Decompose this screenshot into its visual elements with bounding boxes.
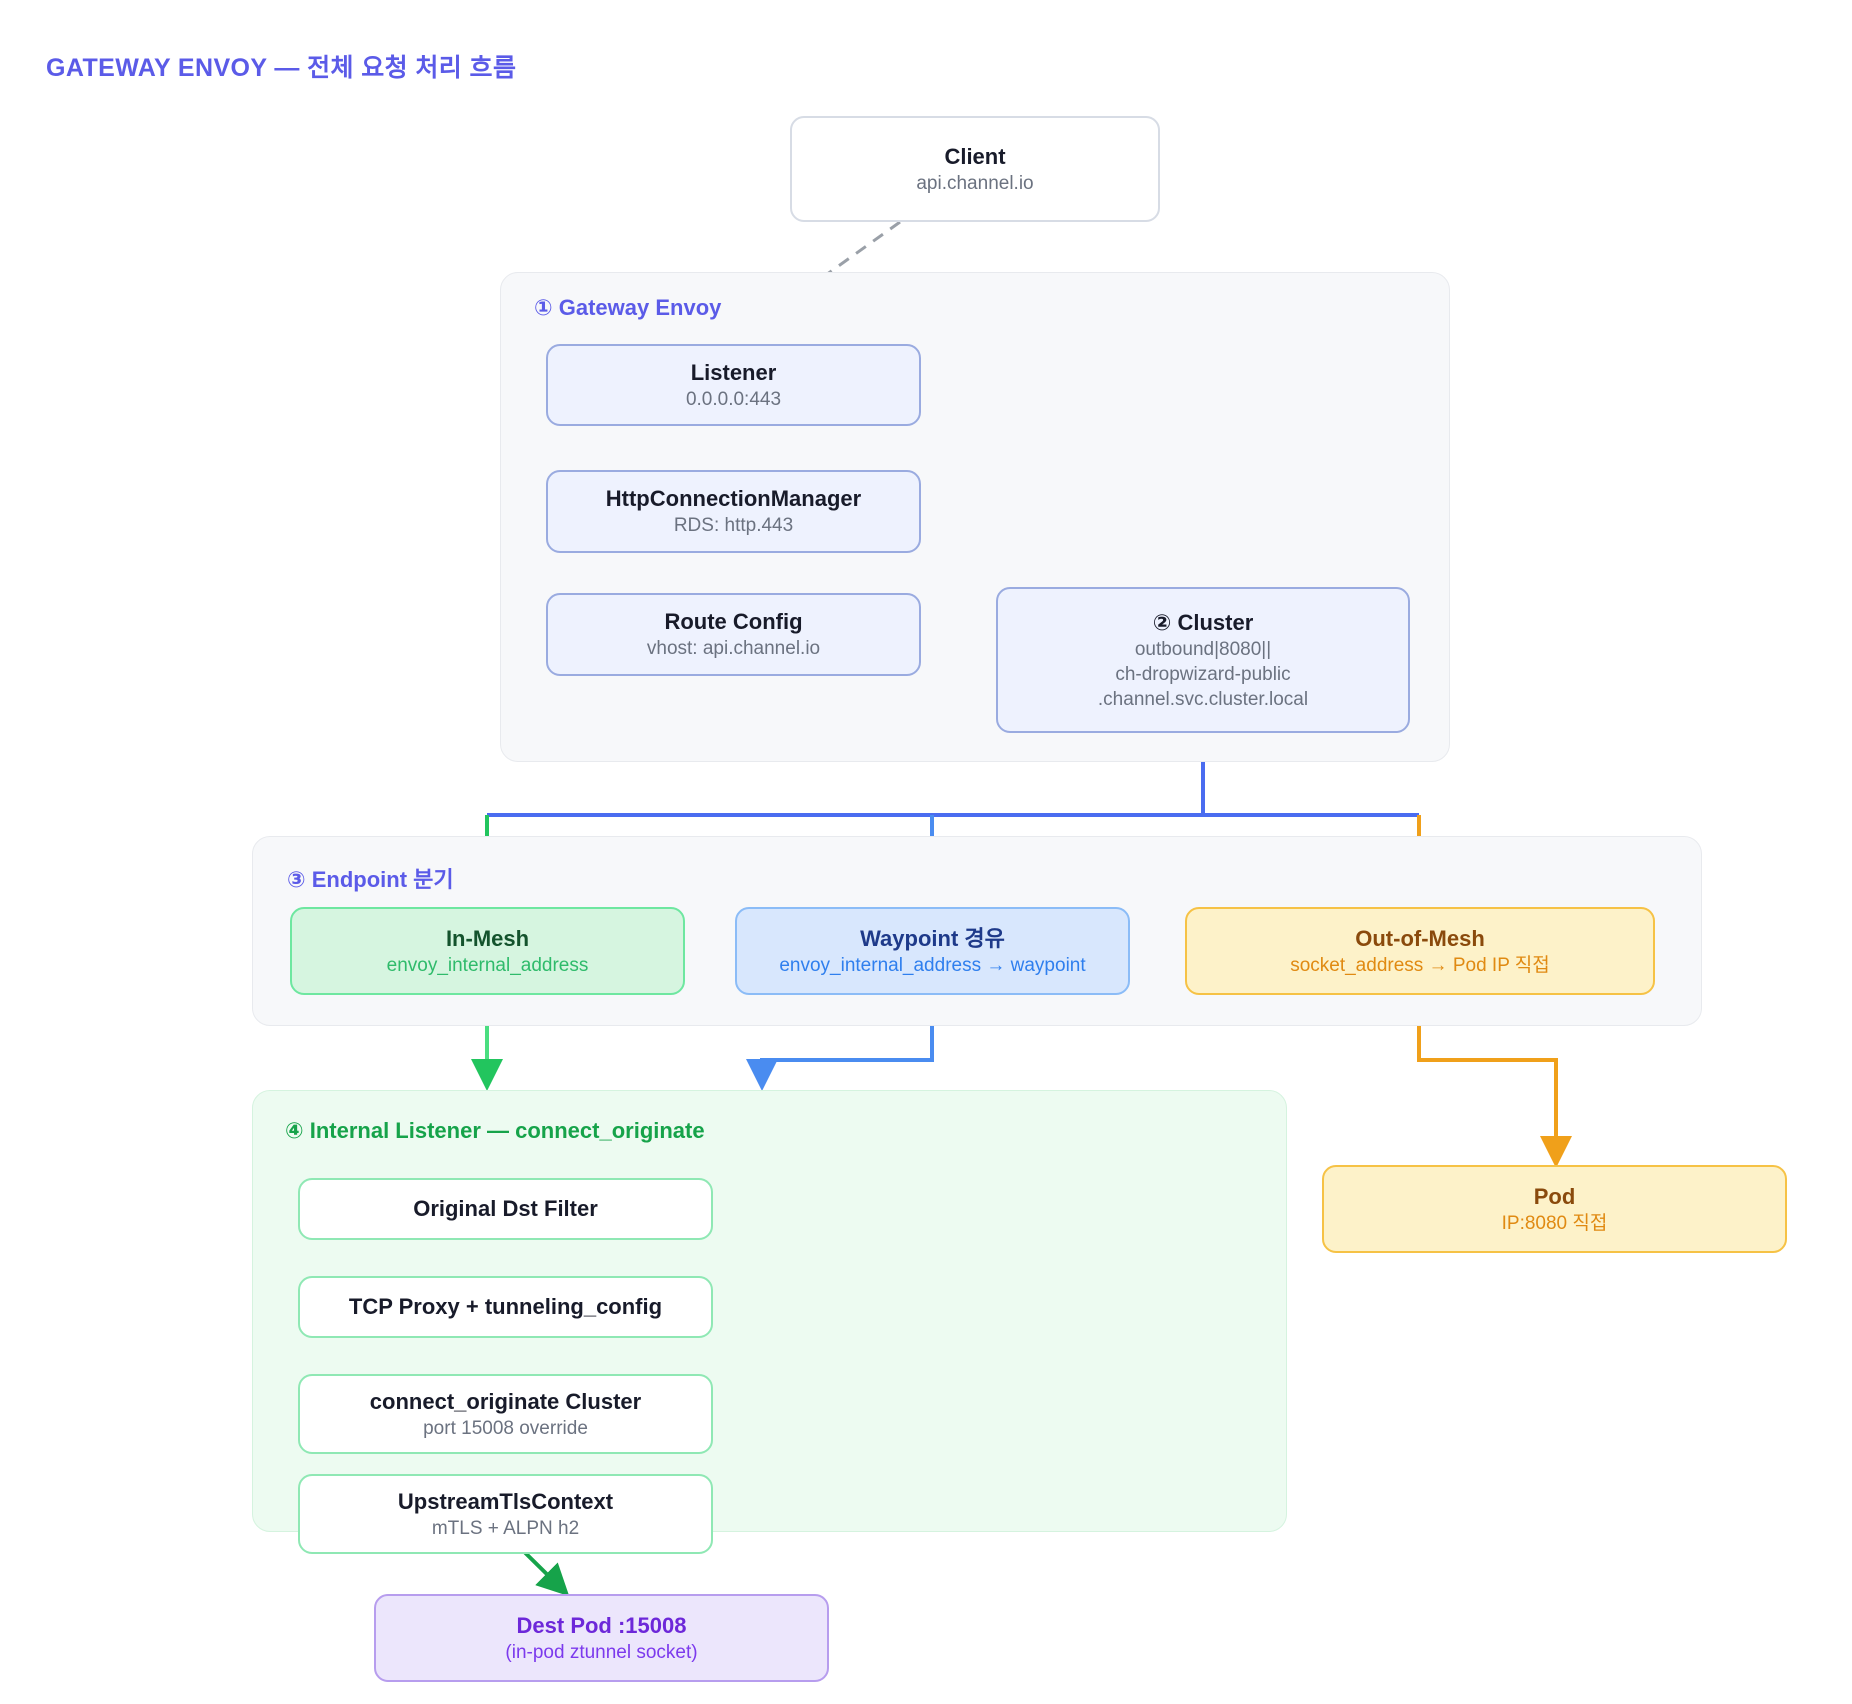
node-out-of-mesh-subtitle: socket_address → Pod IP 직접: [1290, 954, 1550, 976]
node-pod[interactable]: Pod IP:8080 직접: [1322, 1165, 1787, 1253]
node-out-of-mesh[interactable]: Out-of-Mesh socket_address → Pod IP 직접: [1185, 907, 1655, 995]
node-client-subtitle: api.channel.io: [916, 172, 1034, 194]
node-in-mesh-subtitle: envoy_internal_address: [386, 954, 589, 976]
section-internal-listener-label: ④ Internal Listener — connect_originate: [285, 1118, 705, 1143]
node-listener-subtitle: 0.0.0.0:443: [685, 388, 782, 410]
node-route-config-subtitle: vhost: api.channel.io: [646, 638, 821, 660]
node-route-config-title: Route Config: [664, 609, 803, 635]
node-in-mesh[interactable]: In-Mesh envoy_internal_address: [290, 907, 685, 995]
node-cluster-line2: ch-dropwizard-public: [1115, 663, 1291, 685]
node-hcm-subtitle: RDS: http.443: [673, 515, 794, 537]
node-hcm-title: HttpConnectionManager: [605, 486, 862, 512]
node-listener[interactable]: Listener 0.0.0.0:443: [546, 344, 921, 426]
section-endpoint-branching-label: ③ Endpoint 분기: [287, 867, 454, 892]
node-upstream-tls-context-subtitle: mTLS + ALPN h2: [431, 1517, 580, 1539]
section-gateway-envoy-label: ① Gateway Envoy: [534, 295, 722, 320]
node-in-mesh-title: In-Mesh: [445, 925, 530, 951]
node-original-dst-filter-title: Original Dst Filter: [413, 1196, 598, 1222]
node-dest-pod-subtitle: (in-pod ztunnel socket): [505, 1641, 698, 1663]
node-cluster-line1: outbound|8080||: [1134, 638, 1272, 660]
node-upstream-tls-context-title: UpstreamTlsContext: [397, 1488, 614, 1514]
node-cluster-title: ② Cluster: [1152, 609, 1254, 635]
node-cluster[interactable]: ② Cluster outbound|8080|| ch-dropwizard-…: [996, 587, 1410, 733]
node-cluster-line3: .channel.svc.cluster.local: [1097, 689, 1309, 711]
node-listener-title: Listener: [690, 359, 777, 385]
node-pod-title: Pod: [1533, 1183, 1576, 1209]
node-tcp-proxy-title: TCP Proxy + tunneling_config: [348, 1294, 663, 1320]
node-out-of-mesh-title: Out-of-Mesh: [1355, 925, 1485, 951]
node-upstream-tls-context[interactable]: UpstreamTlsContext mTLS + ALPN h2: [298, 1474, 713, 1554]
node-connect-originate-cluster-title: connect_originate Cluster: [369, 1388, 642, 1414]
node-waypoint-title: Waypoint 경유: [860, 925, 1005, 951]
node-original-dst-filter[interactable]: Original Dst Filter: [298, 1178, 713, 1240]
node-route-config[interactable]: Route Config vhost: api.channel.io: [546, 593, 921, 676]
node-client[interactable]: Client api.channel.io: [790, 116, 1160, 222]
node-waypoint[interactable]: Waypoint 경유 envoy_internal_address → way…: [735, 907, 1130, 995]
node-client-title: Client: [944, 143, 1006, 169]
node-dest-pod-title: Dest Pod :15008: [516, 1612, 687, 1638]
node-dest-pod[interactable]: Dest Pod :15008 (in-pod ztunnel socket): [374, 1594, 829, 1682]
node-http-connection-manager[interactable]: HttpConnectionManager RDS: http.443: [546, 470, 921, 553]
node-connect-originate-cluster-subtitle: port 15008 override: [423, 1417, 588, 1439]
page-title: GATEWAY ENVOY — 전체 요청 처리 흐름: [46, 54, 517, 82]
node-waypoint-subtitle: envoy_internal_address → waypoint: [779, 954, 1086, 976]
node-pod-subtitle: IP:8080 직접: [1501, 1212, 1608, 1234]
node-tcp-proxy[interactable]: TCP Proxy + tunneling_config: [298, 1276, 713, 1338]
node-connect-originate-cluster[interactable]: connect_originate Cluster port 15008 ove…: [298, 1374, 713, 1454]
